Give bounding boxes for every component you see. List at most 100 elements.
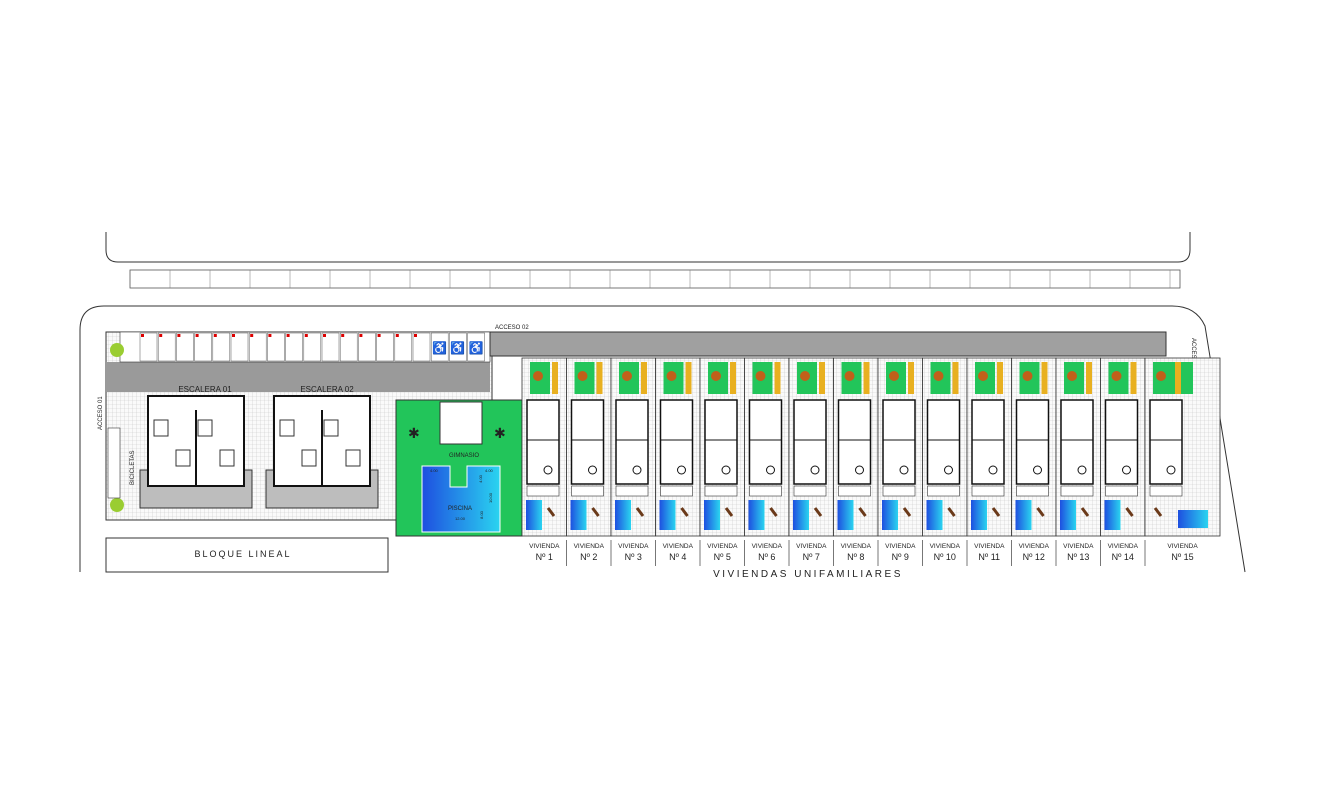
table-icon	[988, 465, 998, 475]
deck	[730, 362, 736, 394]
house-floorplan	[1104, 399, 1139, 485]
parking-space	[430, 332, 449, 362]
house-floorplan	[526, 399, 560, 485]
parking-number	[159, 334, 163, 337]
table-icon	[1077, 465, 1087, 475]
table-icon	[588, 465, 597, 475]
porch	[1060, 485, 1094, 497]
stair-label: ESCALERA 01	[178, 385, 232, 394]
private-pool	[1015, 500, 1032, 530]
house-number-label: Nº 1	[536, 552, 553, 562]
block-lineal-outline	[105, 537, 389, 573]
tree-icon	[755, 371, 766, 381]
porch	[1105, 485, 1138, 497]
porch	[1149, 485, 1183, 497]
house-number-label: Nº 2	[580, 552, 597, 562]
house-number-label: Nº 7	[803, 552, 820, 562]
table-icon	[855, 465, 864, 475]
parking-space	[139, 332, 158, 362]
parking-space	[303, 332, 322, 362]
tree-icon	[666, 371, 677, 381]
house-type-label: VIVIENDA	[752, 543, 783, 550]
sunbed-icon	[724, 507, 734, 517]
tree-icon	[577, 371, 588, 381]
house-floorplan	[704, 399, 738, 485]
house-number-label: Nº 9	[892, 552, 909, 562]
porch	[793, 485, 827, 497]
private-pool	[837, 500, 854, 530]
houses-access-road: ACCESO 02 ACCESO 03	[489, 325, 1196, 372]
porch	[571, 485, 604, 497]
house-number-label: Nº 3	[625, 552, 642, 562]
house-type-label: VIVIENDA	[618, 543, 649, 550]
room	[175, 449, 191, 467]
private-pool	[615, 500, 631, 530]
parking-number	[141, 334, 144, 337]
parking-space	[449, 332, 467, 362]
pool-dim: 10.00	[488, 492, 493, 503]
porch	[704, 485, 738, 497]
house-type-label: VIVIENDA	[529, 543, 560, 550]
parking-number	[268, 334, 272, 337]
sunbed-icon	[680, 507, 689, 517]
houses-group-label: VIVIENDAS UNIFAMILIARES	[713, 569, 903, 580]
house-type-label: VIVIENDA	[974, 543, 1005, 550]
porch	[927, 485, 960, 497]
parking-number	[195, 334, 199, 337]
table-icon	[899, 465, 909, 475]
parking-number	[304, 334, 308, 337]
access-label: ACCESO 02	[495, 325, 529, 331]
house-type-label: VIVIENDA	[574, 543, 605, 550]
sunbed-icon	[947, 507, 956, 517]
parking-space	[412, 332, 431, 362]
pool-dim: 4.00	[430, 468, 439, 473]
private-pool	[1178, 510, 1208, 528]
house-number-label: Nº 4	[669, 552, 686, 562]
deck	[552, 362, 558, 394]
stair-label: ESCALERA 02	[300, 385, 354, 394]
house-type-label: VIVIENDA	[885, 543, 916, 550]
house-type-label: VIVIENDA	[930, 543, 961, 550]
sunbed-icon	[858, 507, 867, 517]
palm-tree-icon: ✱	[494, 425, 506, 441]
wheelchair-icon: ♿	[450, 341, 465, 355]
house-6: VIVIENDA Nº 6	[744, 357, 790, 566]
pool-dim: 4.00	[478, 474, 483, 483]
house-floorplan	[926, 399, 961, 485]
pool-dim: 12.00	[455, 516, 466, 521]
room	[279, 419, 295, 437]
tree-icon	[844, 371, 855, 381]
parking-number	[232, 334, 235, 337]
tree-icon	[800, 371, 810, 381]
house-number-label: Nº 6	[758, 552, 775, 562]
porch	[882, 485, 916, 497]
parking-number	[213, 334, 217, 337]
parking-number	[323, 334, 326, 337]
parking-space	[267, 332, 285, 362]
house-floorplan	[748, 399, 783, 485]
tree-icon	[533, 371, 543, 381]
room	[153, 419, 169, 437]
sunbed-icon	[1036, 507, 1045, 517]
house-floorplan	[659, 399, 694, 485]
parking-space	[467, 332, 485, 362]
house-floorplan	[1060, 399, 1094, 485]
parking-space	[394, 332, 413, 362]
house-floorplan	[1149, 399, 1183, 485]
parking-number	[395, 334, 399, 337]
private-pool	[793, 500, 809, 530]
house-floorplan	[793, 399, 827, 485]
tree-icon	[110, 498, 124, 512]
parking-space	[321, 332, 340, 362]
private-pool	[971, 500, 987, 530]
sunbed-icon	[991, 507, 1001, 517]
table-icon	[632, 465, 642, 475]
parking-number	[177, 334, 181, 337]
sunbed-icon	[813, 507, 823, 517]
